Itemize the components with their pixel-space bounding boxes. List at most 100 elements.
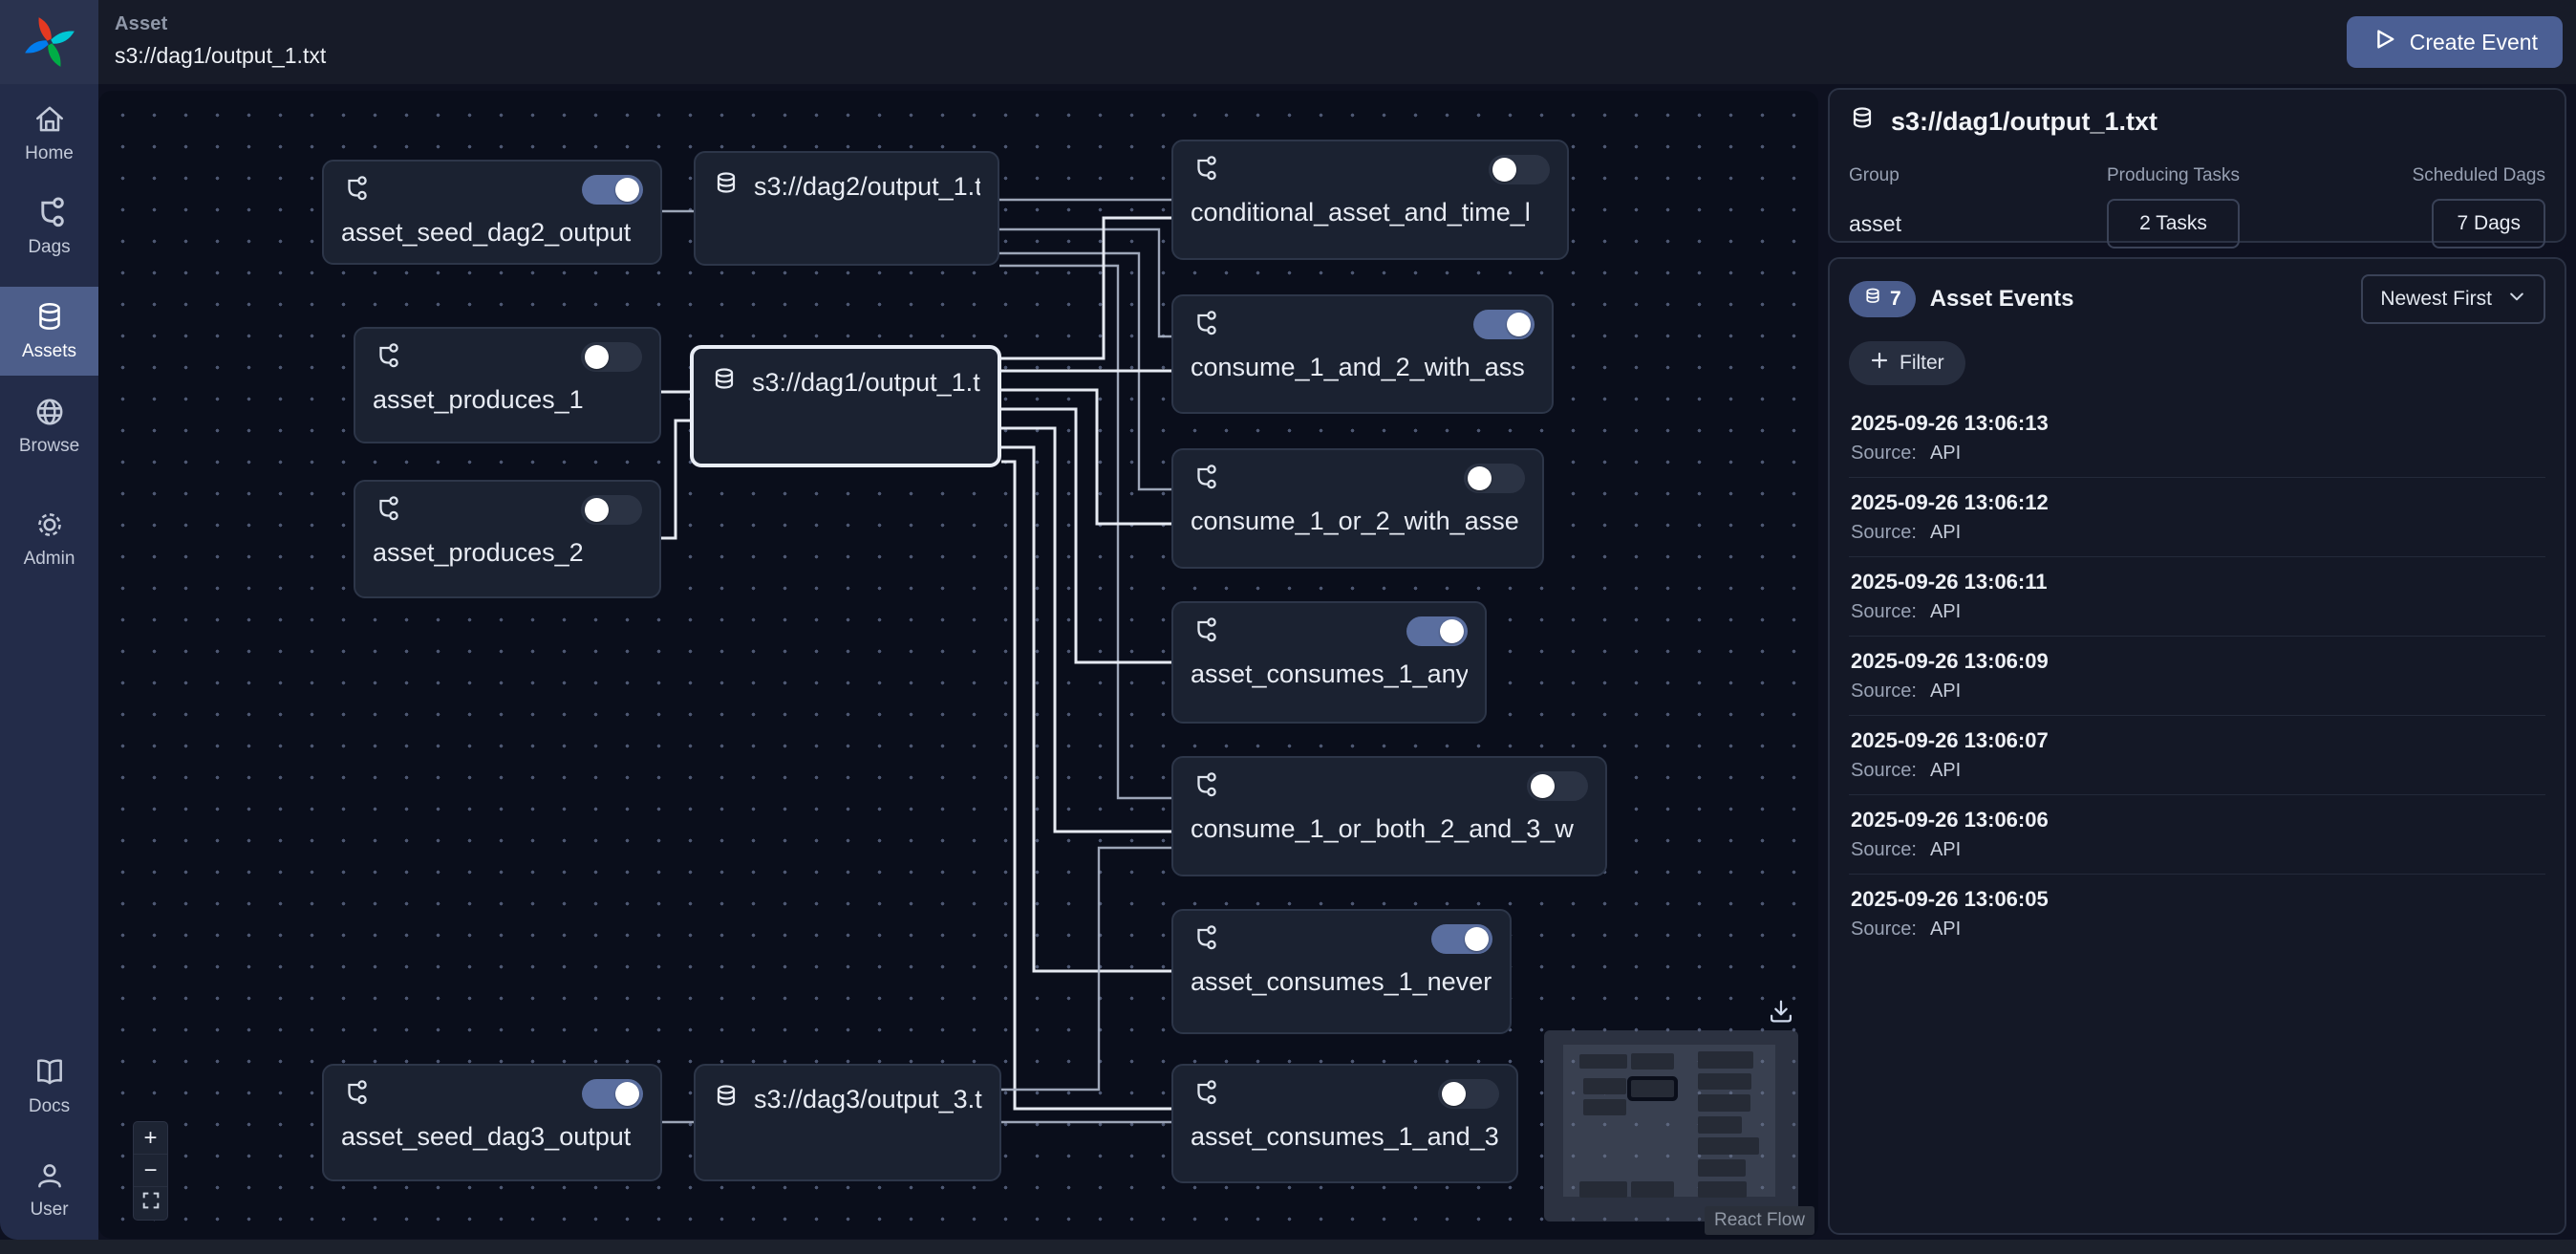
task-node[interactable]: consume_1_or_2_with_asse xyxy=(1171,448,1544,569)
scheduled-dags-button[interactable]: 7 Dags xyxy=(2432,199,2545,249)
schedule-toggle[interactable] xyxy=(581,342,642,372)
sidebar-item-label: Home xyxy=(25,143,74,163)
branch-icon xyxy=(373,342,401,376)
task-node[interactable]: asset_seed_dag3_output xyxy=(322,1064,662,1181)
sidebar-item-label: Dags xyxy=(28,237,71,257)
asset-node[interactable]: s3://dag2/output_1.txt xyxy=(694,151,999,266)
app-header: Asset s3://dag1/output_1.txt Create Even… xyxy=(0,0,2576,84)
sidebar-item-label: Admin xyxy=(23,549,75,569)
task-node[interactable]: consume_1_or_both_2_and_3_w xyxy=(1171,756,1607,876)
event-source-label: Source: xyxy=(1851,522,1917,543)
sidebar-item-label: Assets xyxy=(21,341,77,361)
scheduled-dags-label: Scheduled Dags xyxy=(2412,165,2545,185)
branch-icon xyxy=(1191,924,1219,958)
schedule-toggle[interactable] xyxy=(1527,771,1588,801)
task-node[interactable]: asset_consumes_1_never xyxy=(1171,909,1512,1034)
home-icon xyxy=(32,102,67,137)
producing-tasks-button[interactable]: 2 Tasks xyxy=(2107,199,2241,249)
event-source-value: API xyxy=(1929,760,1962,781)
minimap-node xyxy=(1583,1077,1627,1094)
task-node[interactable]: asset_produces_2 xyxy=(354,480,661,598)
page-title: s3://dag1/output_1.txt xyxy=(115,43,327,68)
graph-edge xyxy=(999,227,1171,338)
add-filter-button[interactable]: Filter xyxy=(1849,341,1965,385)
schedule-toggle[interactable] xyxy=(1489,155,1550,184)
airflow-logo[interactable] xyxy=(0,0,98,84)
play-icon xyxy=(2372,27,2396,57)
task-node[interactable]: consume_1_and_2_with_ass xyxy=(1171,294,1554,414)
event-timestamp: 2025-09-26 13:06:12 xyxy=(1851,490,2049,514)
task-node[interactable]: conditional_asset_and_time_l xyxy=(1171,140,1569,260)
asset-node[interactable]: s3://dag3/output_3.txt xyxy=(694,1064,1001,1181)
fit-view-button[interactable] xyxy=(134,1187,167,1220)
asset-node[interactable]: s3://dag1/output_1.txt xyxy=(690,345,1001,467)
schedule-toggle[interactable] xyxy=(581,495,642,525)
branch-icon xyxy=(1191,1079,1219,1113)
book-icon xyxy=(32,1055,67,1090)
event-timestamp: 2025-09-26 13:06:13 xyxy=(1851,411,2049,435)
node-label: asset_produces_2 xyxy=(373,538,584,567)
schedule-toggle[interactable] xyxy=(582,1079,643,1109)
node-label: conditional_asset_and_time_l xyxy=(1191,198,1531,227)
schedule-toggle[interactable] xyxy=(1406,616,1468,646)
event-source-label: Source: xyxy=(1851,601,1917,622)
schedule-toggle[interactable] xyxy=(1473,310,1535,339)
sidebar-item-assets[interactable]: Assets xyxy=(0,287,98,376)
sidebar-item-dags[interactable]: Dags xyxy=(0,196,98,258)
minimap-node xyxy=(1698,1051,1754,1069)
task-node[interactable]: asset_produces_1 xyxy=(354,327,661,443)
event-source-value: API xyxy=(1929,522,1962,543)
create-event-button[interactable]: Create Event xyxy=(2346,16,2563,68)
database-icon xyxy=(1849,105,1876,139)
sidebar-item-docs[interactable]: Docs xyxy=(0,1055,98,1117)
node-label: consume_1_or_2_with_asse xyxy=(1191,507,1519,535)
graph-edge xyxy=(1001,216,1171,360)
sidebar-item-home[interactable]: Home xyxy=(0,102,98,164)
branch-icon xyxy=(1191,616,1219,650)
node-label: asset_consumes_1_never xyxy=(1191,967,1492,996)
gear-icon xyxy=(32,508,67,542)
event-timestamp: 2025-09-26 13:06:11 xyxy=(1851,570,2048,594)
node-label: s3://dag3/output_3.txt xyxy=(754,1085,982,1113)
node-label: s3://dag1/output_1.txt xyxy=(752,368,980,397)
minimap[interactable] xyxy=(1544,1030,1798,1222)
sidebar-item-label: User xyxy=(30,1200,69,1220)
event-source-value: API xyxy=(1929,919,1962,940)
sort-order-select[interactable]: Newest First xyxy=(2361,274,2545,324)
producing-tasks-label: Producing Tasks xyxy=(2107,165,2241,185)
flow-canvas[interactable]: asset_seed_dag2_output s3://dag2/output_1… xyxy=(98,91,1818,1239)
sidebar: Home Dags Assets Browse Admin Docs User xyxy=(0,0,98,1240)
minimap-node xyxy=(1698,1137,1759,1155)
branch-icon xyxy=(341,1079,370,1113)
branch-icon xyxy=(1191,464,1219,497)
schedule-toggle[interactable] xyxy=(1431,924,1492,954)
event-count: 7 xyxy=(1890,288,1901,310)
node-label: consume_1_and_2_with_ass xyxy=(1191,353,1525,381)
database-icon xyxy=(713,1083,740,1116)
database-icon xyxy=(713,170,740,204)
schedule-toggle[interactable] xyxy=(582,175,643,205)
asset-summary-card: s3://dag1/output_1.txt Group asset Produ… xyxy=(1828,88,2566,249)
graph-edge xyxy=(1001,460,1171,1111)
download-image-button[interactable] xyxy=(1766,997,1796,1027)
react-flow-attribution[interactable]: React Flow xyxy=(1704,1206,1814,1235)
zoom-controls: + − xyxy=(134,1122,167,1220)
task-node[interactable]: asset_consumes_1_any xyxy=(1171,601,1487,724)
node-label: consume_1_or_both_2_and_3_w xyxy=(1191,814,1574,843)
branch-icon xyxy=(1191,310,1219,343)
sidebar-item-admin[interactable]: Admin xyxy=(0,508,98,570)
zoom-out-button[interactable]: − xyxy=(134,1155,167,1187)
task-node[interactable]: asset_consumes_1_and_3 xyxy=(1171,1064,1518,1183)
sidebar-item-user[interactable]: User xyxy=(0,1158,98,1221)
schedule-toggle[interactable] xyxy=(1464,464,1525,493)
task-node[interactable]: asset_seed_dag2_output xyxy=(322,160,662,265)
minimap-node xyxy=(1630,1080,1675,1098)
sort-order-value: Newest First xyxy=(2380,288,2492,310)
minimap-node xyxy=(1578,1180,1627,1198)
graph-edge xyxy=(1001,407,1171,664)
sidebar-item-browse[interactable]: Browse xyxy=(0,395,98,457)
schedule-toggle[interactable] xyxy=(1438,1079,1499,1109)
zoom-in-button[interactable]: + xyxy=(134,1122,167,1155)
